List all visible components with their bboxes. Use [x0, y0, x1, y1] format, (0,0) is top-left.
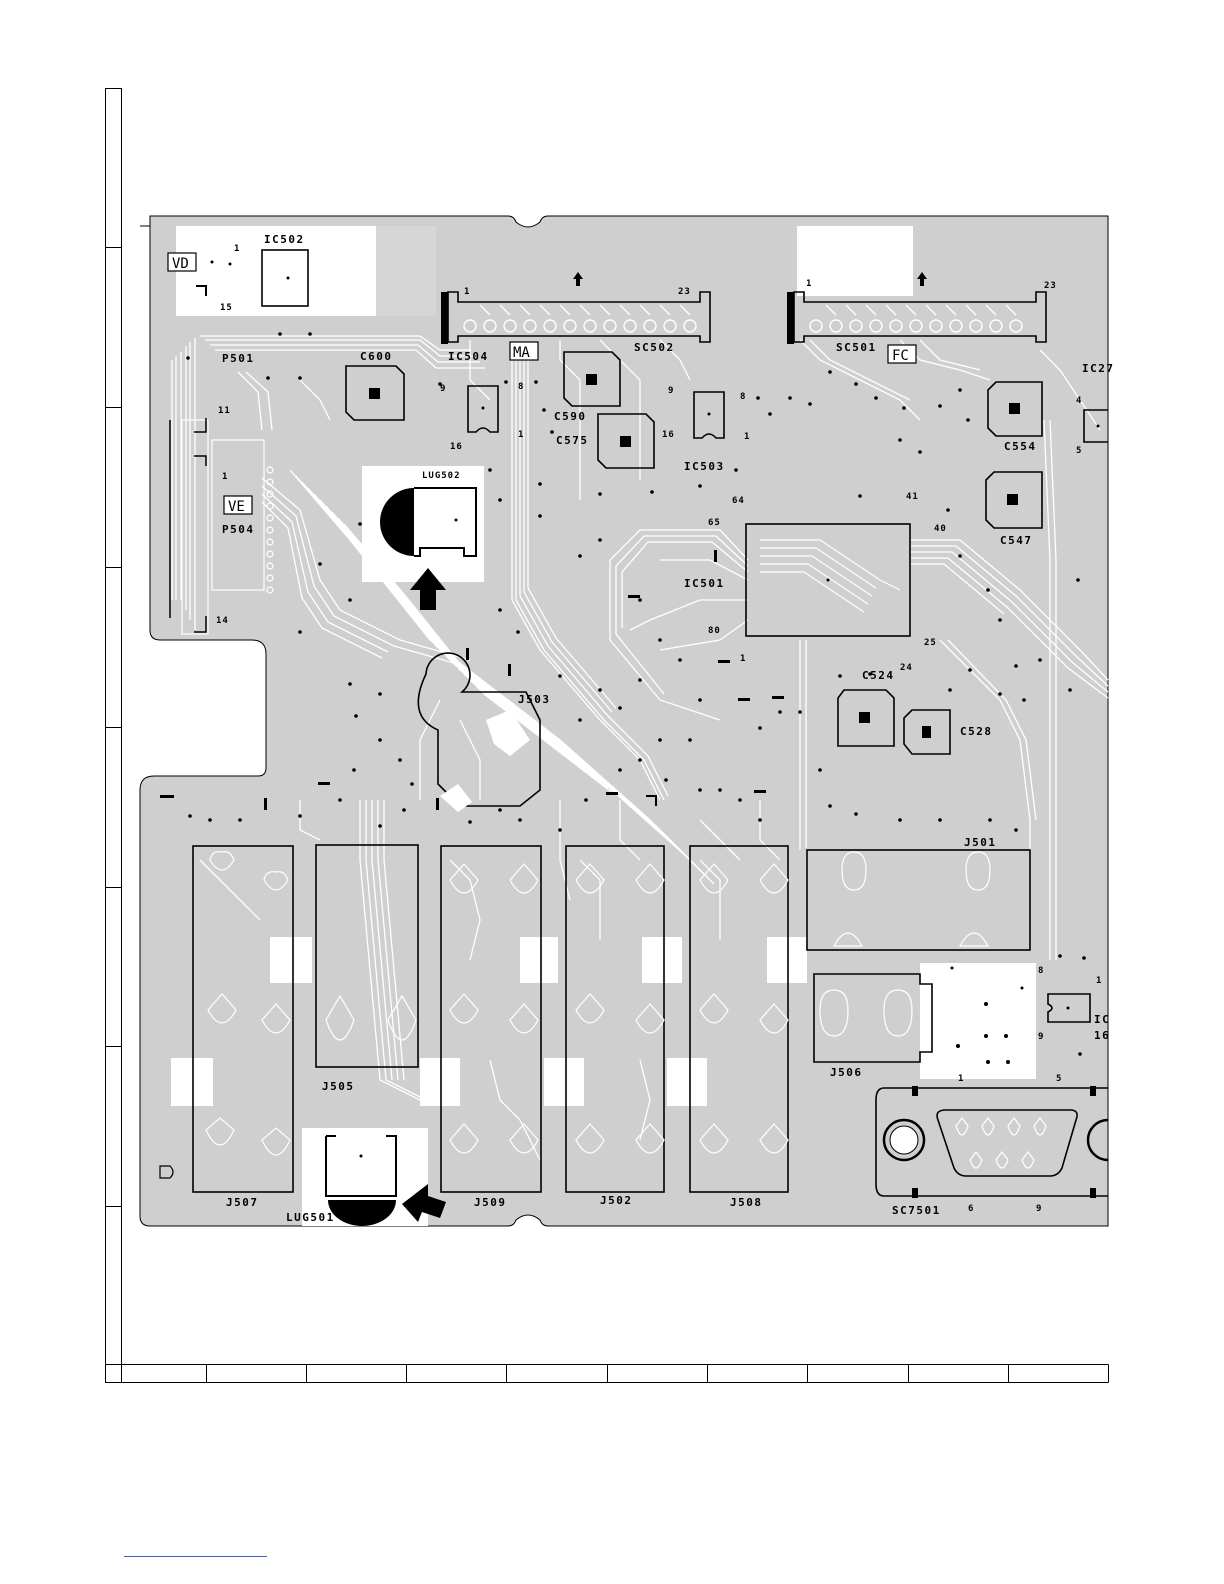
label-ic504-pin1: 1: [518, 430, 524, 440]
label-ic27-pin5: 5: [1076, 446, 1082, 456]
label-ic502: IC502: [264, 233, 305, 246]
label-ve: VE: [228, 499, 245, 515]
label-ic501-pin41: 41: [906, 492, 919, 502]
label-ic27: IC27: [1082, 362, 1115, 375]
label-ic503-pin8: 8: [740, 392, 746, 402]
label-ic504: IC504: [448, 350, 489, 363]
label-ic501-pin1: 1: [740, 654, 746, 664]
label-sc501-pin23: 23: [1044, 281, 1057, 291]
label-ic502-pin15: 15: [220, 303, 233, 313]
label-j506: J506: [830, 1066, 863, 1079]
footer-link-underline[interactable]: [124, 1556, 267, 1557]
label-sc7501-pin9: 9: [1036, 1204, 1042, 1214]
label-j506-pin1: 1: [1096, 976, 1102, 986]
label-sc7501-pin1: 1: [958, 1074, 964, 1084]
label-sc501-pin1: 1: [806, 279, 812, 289]
label-ic-right-16: 16: [1094, 1029, 1110, 1042]
label-ic501-pin65: 65: [708, 518, 721, 528]
label-ic504-pin9: 9: [440, 384, 446, 394]
label-sc7501: SC7501: [892, 1204, 941, 1217]
j506-white-area: [920, 963, 1036, 1079]
label-ic501-pin64: 64: [732, 496, 745, 506]
label-ic503: IC503: [684, 460, 725, 473]
label-c528: C528: [960, 725, 993, 738]
label-ic503-pin1: 1: [744, 432, 750, 442]
label-ic501-pin40: 40: [934, 524, 947, 534]
label-j501: J501: [964, 836, 997, 849]
label-ic501-pin24: 24: [900, 663, 913, 673]
label-c600: C600: [360, 350, 393, 363]
label-sc7501-pin5: 5: [1056, 1074, 1062, 1084]
label-lug502: LUG502: [422, 471, 461, 481]
label-p504-pin1: 1: [222, 472, 228, 482]
label-c547: C547: [1000, 534, 1033, 547]
label-ic503-pin9: 9: [668, 386, 674, 396]
label-p501-pin11: 11: [218, 406, 231, 416]
label-c590: C590: [554, 410, 587, 423]
label-ma: MA: [513, 345, 530, 361]
label-vd: VD: [172, 256, 189, 272]
label-ic502-pin1: 1: [234, 244, 240, 254]
label-ic27-pin4: 4: [1076, 396, 1082, 406]
label-sc502: SC502: [634, 341, 675, 354]
label-sc502-pin23: 23: [678, 287, 691, 297]
label-fc: FC: [892, 348, 909, 364]
label-j503: J503: [518, 693, 551, 706]
label-j508: J508: [730, 1196, 763, 1209]
label-ic-right-pin9: 9: [1038, 1032, 1044, 1042]
label-p501: P501: [222, 352, 255, 365]
label-p504: P504: [222, 523, 255, 536]
label-c554: C554: [1004, 440, 1037, 453]
label-j509: J509: [474, 1196, 507, 1209]
label-ic504-pin8: 8: [518, 382, 524, 392]
label-ic501: IC501: [684, 577, 725, 590]
label-j505: J505: [322, 1080, 355, 1093]
label-ic503-pin16: 16: [662, 430, 675, 440]
label-c524: C524: [862, 669, 895, 682]
label-ic501-pin25: 25: [924, 638, 937, 648]
label-j507: J507: [226, 1196, 259, 1209]
label-ic504-pin16: 16: [450, 442, 463, 452]
label-sc7501-pin6: 6: [968, 1204, 974, 1214]
label-p504-pin14: 14: [216, 616, 229, 626]
label-c575: C575: [556, 434, 589, 447]
label-lug501: LUG501: [286, 1211, 335, 1224]
label-ic501-pin80: 80: [708, 626, 721, 636]
label-ic-right: IC: [1094, 1013, 1110, 1026]
label-j502: J502: [600, 1194, 633, 1207]
label-sc501: SC501: [836, 341, 877, 354]
label-j506-pin8: 8: [1038, 966, 1044, 976]
label-sc502-pin1: 1: [464, 287, 470, 297]
